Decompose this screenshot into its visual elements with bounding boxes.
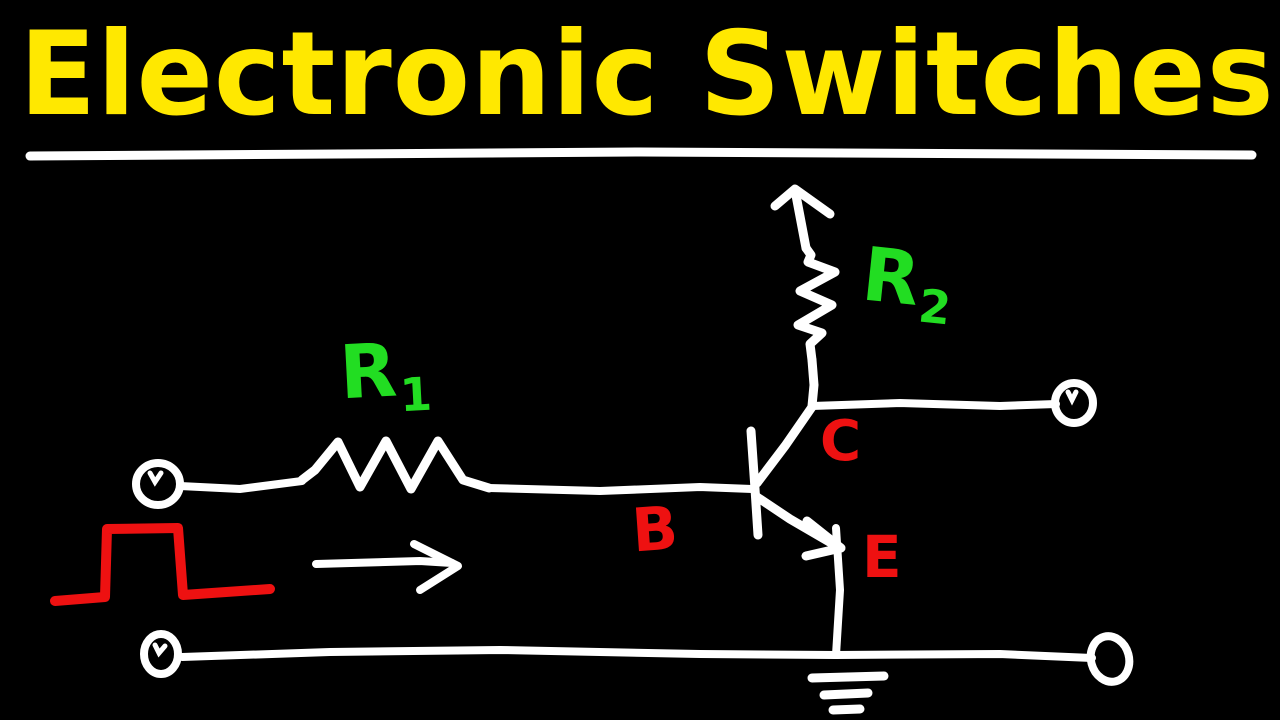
- resistor-r1: [297, 436, 494, 494]
- bottom-left-terminal: [140, 630, 182, 678]
- base-wire: [485, 482, 756, 496]
- label-resistor-r2: R2: [858, 232, 957, 336]
- label-collector: C: [820, 409, 862, 474]
- flow-arrow-icon: [312, 540, 462, 594]
- bottom-rail-wire: [178, 645, 1096, 662]
- label-resistor-r2-subscript: 2: [916, 278, 954, 336]
- input-terminal: [132, 459, 184, 509]
- label-emitter: E: [862, 523, 902, 591]
- label-resistor-r1-subscript: 1: [398, 366, 434, 423]
- bottom-right-terminal: [1086, 632, 1134, 686]
- input-wire: [176, 477, 306, 494]
- ground-symbol: [807, 671, 889, 715]
- collector-terminal: [1051, 379, 1097, 427]
- label-resistor-r1-letter: R: [337, 327, 399, 417]
- title-underline: [25, 147, 1257, 161]
- supply-arrow-icon: [770, 184, 835, 253]
- page-title: Electronic Switches: [19, 7, 1275, 142]
- emitter-wire: [832, 524, 845, 659]
- label-resistor-r1: R1: [338, 327, 434, 423]
- resistor-r2: [793, 243, 840, 365]
- label-base: B: [629, 493, 681, 567]
- collector-wire: [808, 398, 1060, 411]
- collector-vertical-wire: [807, 355, 819, 411]
- input-pulse-waveform: [50, 523, 275, 606]
- label-resistor-r2-letter: R: [858, 231, 925, 324]
